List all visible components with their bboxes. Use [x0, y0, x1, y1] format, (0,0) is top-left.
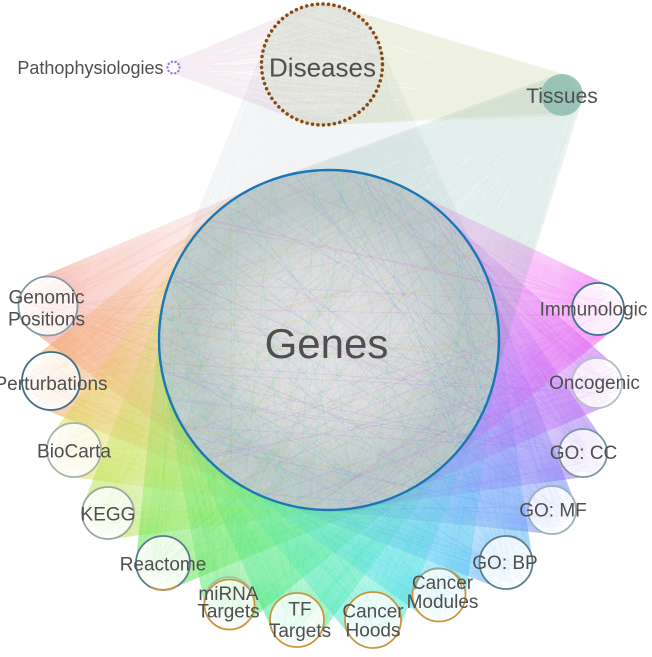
svg-text:Immunologic: Immunologic [540, 300, 648, 321]
svg-text:GO: BP: GO: BP [472, 553, 537, 574]
svg-text:GO: CC: GO: CC [550, 443, 618, 464]
svg-text:miRNA: miRNA [198, 584, 258, 605]
svg-text:TF: TF [288, 600, 311, 621]
svg-text:KEGG: KEGG [81, 505, 136, 526]
svg-text:Genes: Genes [265, 320, 389, 367]
svg-text:Oncogenic: Oncogenic [549, 373, 640, 394]
svg-text:Hoods: Hoods [346, 621, 401, 642]
svg-text:Tissues: Tissues [526, 85, 598, 108]
svg-text:Genomic: Genomic [8, 288, 84, 309]
svg-text:Positions: Positions [8, 310, 85, 331]
svg-text:Pathophysiologies: Pathophysiologies [17, 58, 163, 78]
svg-text:Targets: Targets [269, 621, 331, 642]
svg-text:Targets: Targets [197, 602, 259, 623]
svg-text:Diseases: Diseases [269, 53, 376, 83]
svg-text:Cancer: Cancer [412, 573, 474, 594]
svg-text:GO: MF: GO: MF [519, 501, 587, 522]
svg-text:Cancer: Cancer [342, 602, 404, 623]
svg-text:Perturbations: Perturbations [0, 374, 108, 395]
svg-text:BioCarta: BioCarta [37, 442, 111, 463]
svg-text:Modules: Modules [407, 592, 479, 613]
svg-text:Reactome: Reactome [120, 555, 207, 576]
